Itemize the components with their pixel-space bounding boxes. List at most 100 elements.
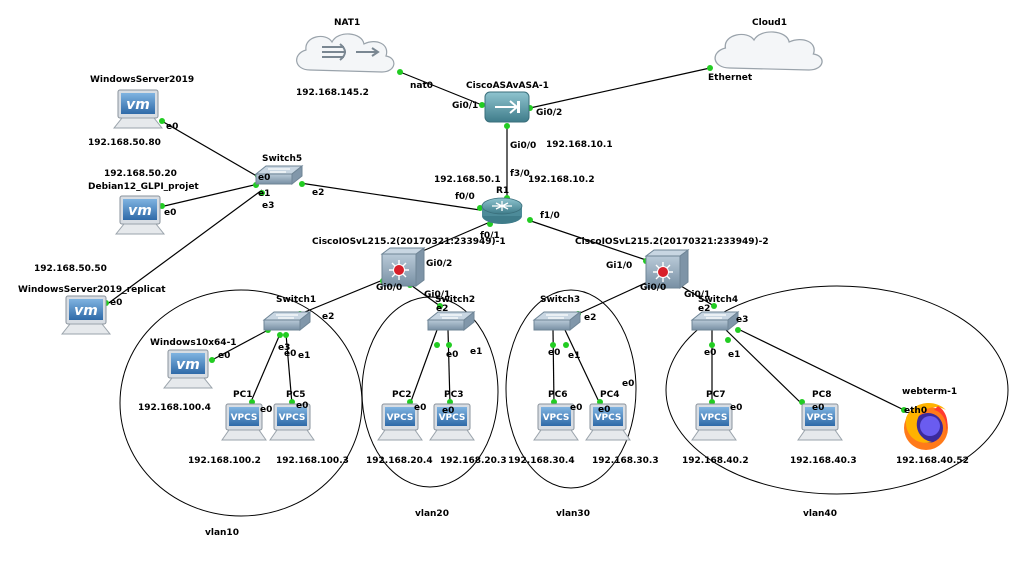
port-label: e0 [164, 208, 176, 218]
port-labels: nat0 Ethernet Gi0/1 Gi0/2 Gi0/0 f3/0 f0/… [110, 73, 927, 416]
ws2019-label: WindowsServer2019 [90, 75, 194, 85]
l3sw1-label: CiscoIOSvL215.2(20170321:233949)-1 [312, 237, 506, 247]
port-label: e0 [622, 379, 634, 389]
nat1-ip: 192.168.145.2 [296, 88, 369, 98]
port-label: e0 [442, 406, 454, 416]
switch3-label: Switch3 [540, 295, 580, 305]
pc8-label: PC8 [812, 390, 831, 400]
port-label: f0/1 [480, 231, 500, 241]
ws2019r-vm-node[interactable] [61, 295, 111, 335]
pc2-ip: 192.168.20.4 [366, 456, 433, 466]
win10-ip: 192.168.100.4 [138, 403, 211, 413]
cloud1-label: Cloud1 [752, 18, 787, 28]
port-label: e0 [548, 348, 560, 358]
switch4-node[interactable] [691, 311, 739, 331]
vlan40-ellipse [665, 285, 1009, 495]
port-label: nat0 [410, 81, 433, 91]
port-label: Gi1/0 [606, 261, 632, 271]
port-label: f1/0 [540, 211, 560, 221]
link-r1-l3sw2 [527, 219, 647, 261]
port-label: e3 [736, 315, 748, 325]
link-switch3-pc4 [564, 329, 601, 405]
link-l3sw2-switch3 [577, 279, 653, 315]
port-label: e1 [258, 189, 270, 199]
r1-router-node[interactable] [481, 197, 523, 225]
webterm-ip: 192.168.40.52 [896, 456, 969, 466]
port-label: e0 [704, 348, 716, 358]
port-label: e0 [284, 349, 296, 359]
l3sw1-node[interactable] [381, 247, 425, 287]
switch3-node[interactable] [533, 311, 581, 331]
r1-ip-right: 192.168.10.2 [528, 175, 595, 185]
pc7-label: PC7 [706, 390, 725, 400]
pc1-label: PC1 [233, 390, 252, 400]
asa-label: CiscoASAvASA-1 [466, 81, 549, 91]
link-switch1-win10 [211, 329, 269, 361]
link-debian-switch5 [159, 183, 259, 208]
link-cloud1-asa [529, 67, 711, 109]
ws2019-vm-node[interactable] [113, 89, 163, 129]
port-label: Gi0/2 [426, 259, 452, 269]
pc3-ip: 192.168.20.3 [440, 456, 507, 466]
debian-vm-node[interactable] [115, 195, 165, 235]
switch1-label: Switch1 [276, 295, 316, 305]
vlan20-ellipse [361, 296, 499, 488]
pc7-ip: 192.168.40.2 [682, 456, 749, 466]
nat1-node[interactable] [296, 33, 395, 73]
switch5-label: Switch5 [262, 154, 302, 164]
port-label: Gi0/2 [536, 108, 562, 118]
link-switch2-pc2 [409, 329, 438, 405]
link-l3sw1-switch1 [299, 279, 384, 315]
pc5-label: PC5 [286, 390, 305, 400]
port-label: e1 [728, 350, 740, 360]
switch1-node[interactable] [263, 311, 311, 331]
port-label: e2 [584, 313, 596, 323]
pc4-ip: 192.168.30.3 [592, 456, 659, 466]
port-label: e0 [812, 403, 824, 413]
vlan-labels: vlan10 vlan20 vlan30 vlan40 [205, 509, 837, 538]
pc3-label: PC3 [444, 390, 463, 400]
port-label: e3 [262, 201, 274, 211]
port-label: e0 [166, 122, 178, 132]
pc4-label: PC4 [600, 390, 619, 400]
cloud1-node[interactable] [714, 31, 823, 71]
vlan10-label: vlan10 [205, 528, 239, 538]
port-label: Ethernet [708, 73, 753, 83]
nat1-label: NAT1 [334, 18, 360, 28]
debian-ip: 192.168.50.20 [104, 169, 177, 179]
webterm-firefox-icon[interactable] [904, 403, 948, 450]
port-label: e1 [470, 347, 482, 357]
port-label: e0 [218, 351, 230, 361]
port-label: e0 [730, 403, 742, 413]
asa-ip: 192.168.10.1 [546, 140, 613, 150]
asa-firewall-node[interactable] [484, 91, 530, 123]
webterm-label: webterm-1 [902, 387, 957, 397]
vlan-boundaries [119, 285, 1009, 517]
port-label: eth0 [904, 406, 927, 416]
ws2019-ip: 192.168.50.80 [88, 138, 161, 148]
port-label: e1 [568, 351, 580, 361]
port-label: e0 [414, 403, 426, 413]
node-labels: NAT1 192.168.145.2 Cloud1 CiscoASAvASA-1… [18, 18, 969, 466]
port-label: e0 [570, 403, 582, 413]
pc6-label: PC6 [548, 390, 567, 400]
link-switch1-pc1 [249, 333, 281, 405]
port-label: Gi0/0 [510, 141, 536, 151]
link-wsr-switch5 [105, 189, 263, 306]
link-ws2019-switch5 [159, 119, 261, 179]
port-label: e0 [260, 405, 272, 415]
port-label: Gi0/1 [684, 290, 710, 300]
vlan20-label: vlan20 [415, 509, 449, 519]
port-label: Gi0/0 [640, 283, 666, 293]
link-nat1-asa [399, 71, 483, 106]
port-label: Gi0/1 [452, 101, 478, 111]
port-label: Gi0/1 [424, 290, 450, 300]
port-label: e0 [446, 350, 458, 360]
link-switch5-r1 [299, 182, 481, 211]
win10-vm-node[interactable] [163, 349, 213, 389]
port-label: e2 [698, 304, 710, 314]
switch2-node[interactable] [427, 311, 475, 331]
link-r1-l3sw1 [417, 221, 491, 254]
port-label: f0/0 [455, 192, 475, 202]
